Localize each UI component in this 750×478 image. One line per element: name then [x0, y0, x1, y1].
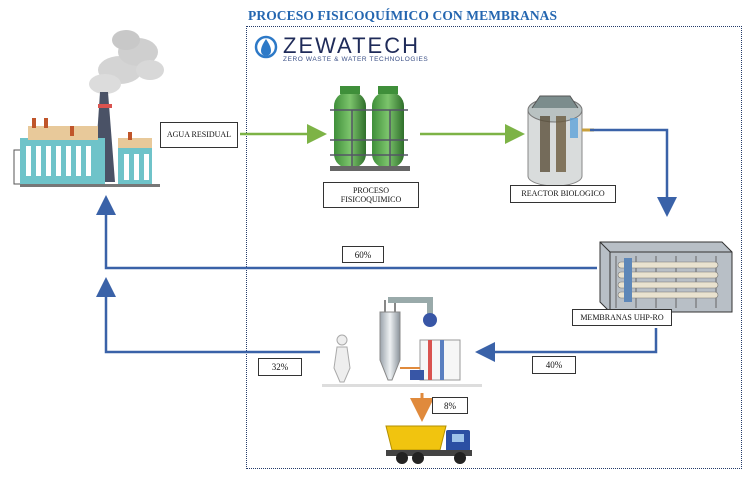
label-membranas: MEMBRANAS UHP-RO	[572, 309, 672, 326]
pct-evaporator-recovery: 32%	[258, 358, 302, 376]
flow-arrow-membranes-reject	[475, 328, 658, 362]
bioreactor-icon	[527, 95, 594, 187]
water-drop-logo-icon	[254, 35, 278, 59]
pct-membranes-recovery: 60%	[342, 246, 384, 263]
factory-icon	[13, 30, 164, 187]
flow-arrow-evaporator-recovery	[96, 277, 320, 354]
pct-solid-waste: 8%	[432, 397, 468, 414]
logo-wordmark: ZEWATECH	[283, 33, 420, 58]
logo-tagline: ZERO WASTE & WATER TECHNOLOGIES	[283, 56, 429, 63]
filter-tanks-icon	[330, 86, 410, 171]
membrane-container-icon	[599, 241, 733, 313]
process-boundary	[246, 26, 742, 469]
flow-arrow-reactor-to-membranes	[590, 128, 677, 217]
label-agua-residual: AGUA RESIDUAL	[160, 122, 238, 148]
pct-membranes-reject: 40%	[532, 356, 576, 374]
label-proceso-fisicoquimico: PROCESO FISICOQUIMICO	[323, 182, 419, 208]
flow-arrow-membranes-recovery	[96, 195, 597, 270]
evaporator-icon	[322, 297, 482, 387]
dump-truck-icon	[385, 425, 472, 464]
diagram-title: PROCESO FISICOQUÍMICO CON MEMBRANAS	[248, 8, 558, 23]
label-reactor-biologico: REACTOR BIOLOGICO	[510, 185, 616, 203]
